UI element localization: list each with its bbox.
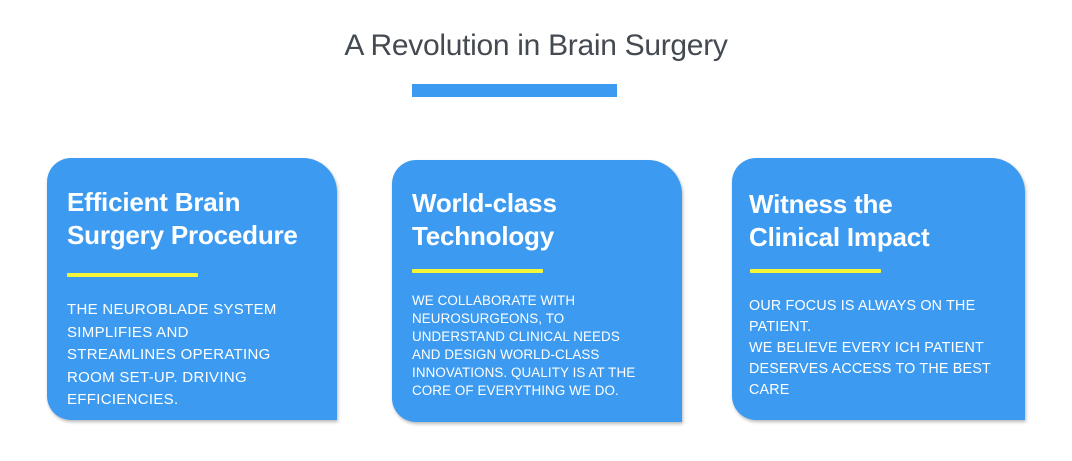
- card-description: WE COLLABORATE WITH NEUROSURGEONS, TO UN…: [412, 293, 636, 399]
- card-description: THE NEUROBLADE SYSTEM SIMPLIFIES AND STR…: [67, 301, 277, 408]
- card-title: Witness the Clinical Impact: [749, 189, 930, 252]
- card-accent-bar: [412, 269, 543, 273]
- card-accent-bar: [750, 269, 881, 273]
- feature-card-world-class-technology: World-class Technology WE COLLABORATE WI…: [392, 160, 682, 422]
- title-underline: [412, 84, 617, 97]
- feature-card-clinical-impact: Witness the Clinical Impact OUR FOCUS IS…: [732, 158, 1025, 420]
- page-title: A Revolution in Brain Surgery: [344, 29, 728, 62]
- card-title: Efficient Brain Surgery Procedure: [67, 187, 298, 250]
- feature-card-efficient-surgery: Efficient Brain Surgery Procedure THE NE…: [47, 158, 337, 420]
- card-description: OUR FOCUS IS ALWAYS ON THE PATIENT. WE B…: [749, 298, 991, 398]
- card-accent-bar: [67, 273, 198, 277]
- card-title: World-class Technology: [412, 188, 557, 251]
